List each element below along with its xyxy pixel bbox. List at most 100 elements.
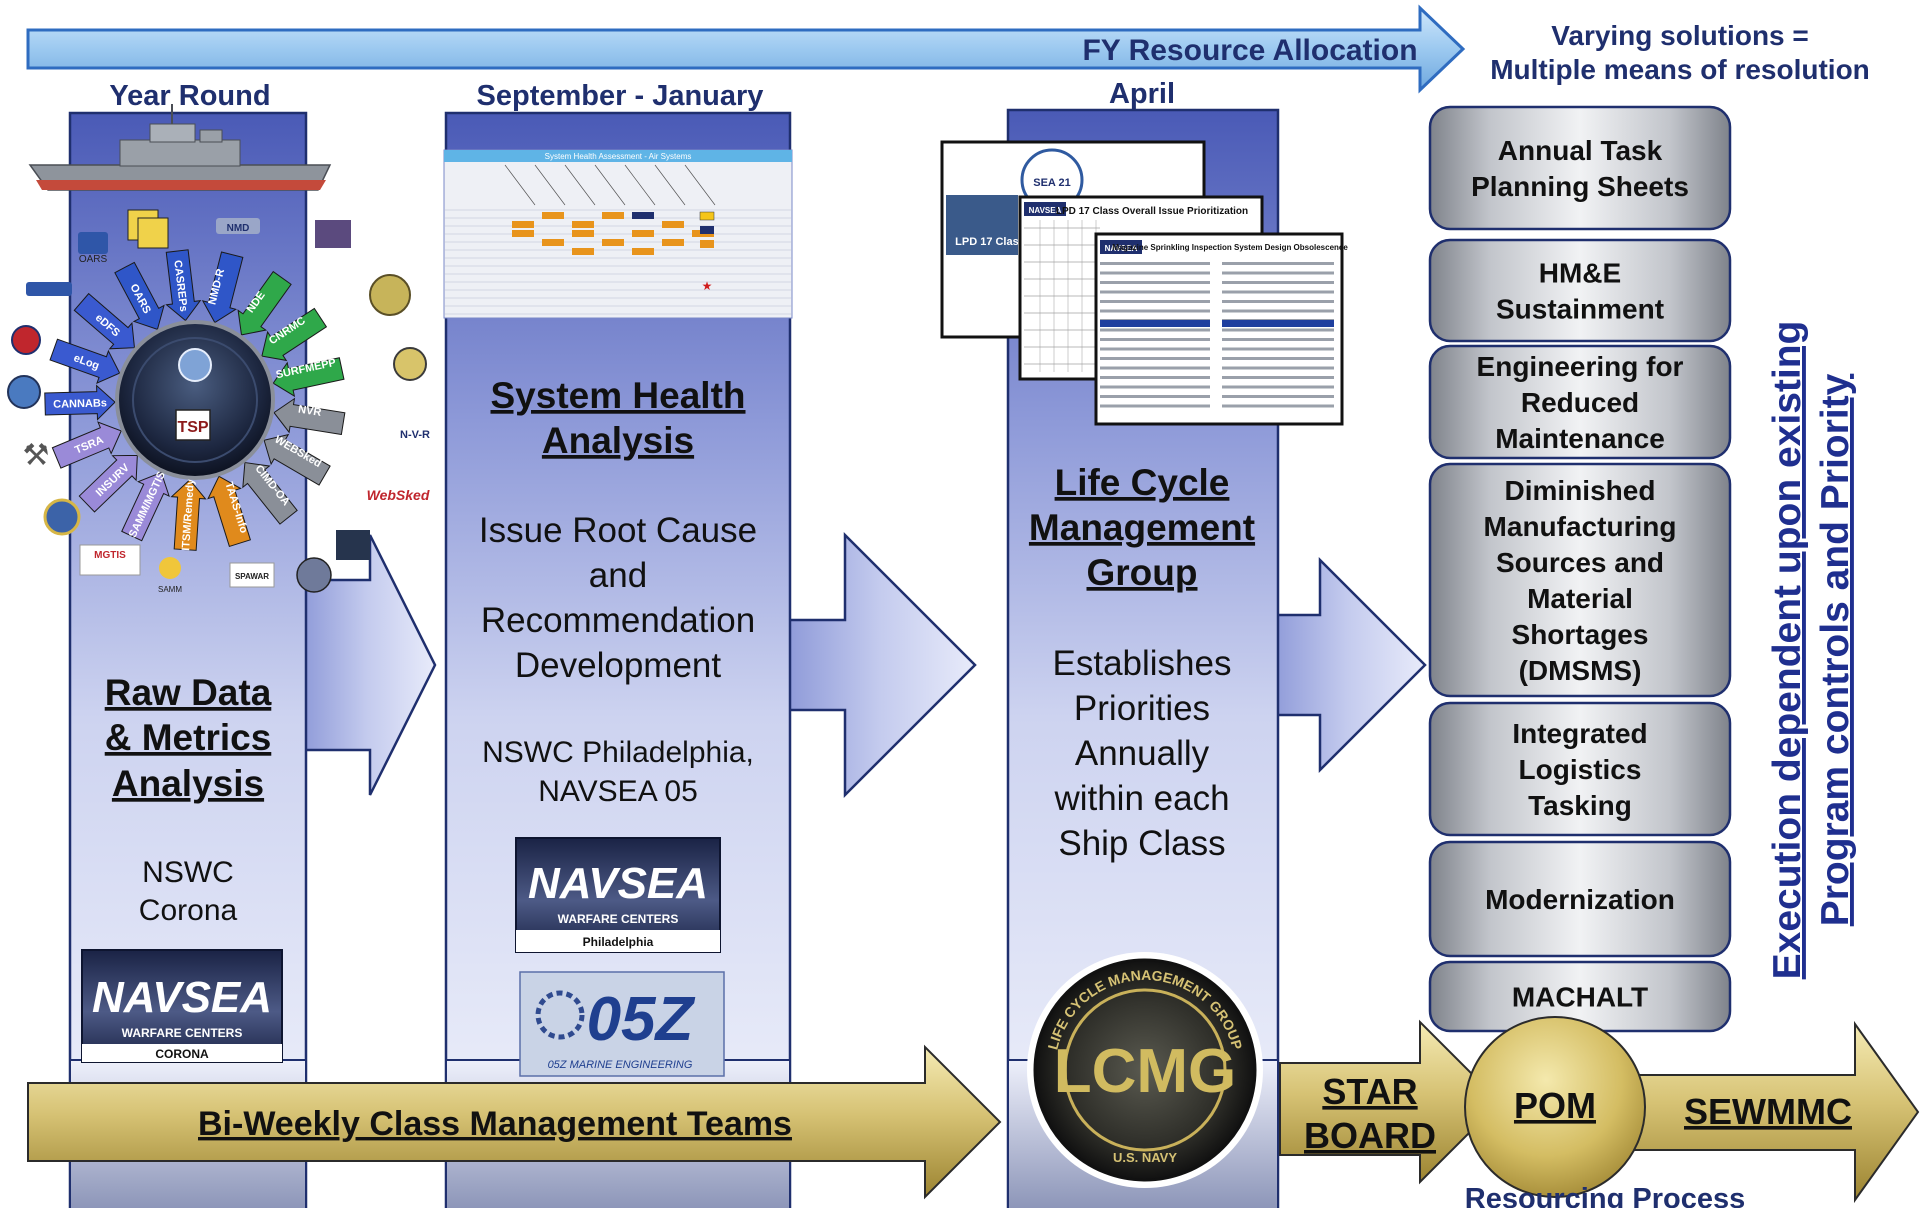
system-health-body-line2: and <box>589 556 647 595</box>
system-health-body-line4: Development <box>515 646 721 685</box>
solution-box-label: Tasking <box>1528 790 1632 821</box>
svg-text:NAVSEA: NAVSEA <box>92 973 272 1022</box>
insurv-seal-icon <box>43 498 81 536</box>
surfmepp-seal-icon <box>393 347 427 381</box>
connector-arrow-1 <box>298 534 437 796</box>
system-health-body-line3: Recommendation <box>481 601 755 640</box>
hub-spoke-arrow: CANNABs <box>44 384 116 421</box>
svg-text:NAVSEA: NAVSEA <box>528 859 708 908</box>
solution-box-label: Planning Sheets <box>1471 171 1689 202</box>
corona-org-line1: NSWC <box>142 856 234 889</box>
hub-spoke-label: CANNABs <box>53 397 107 410</box>
starboard-label-line1: STAR <box>1322 1071 1417 1112</box>
fy-resource-arrow: FY Resource Allocation <box>26 4 1466 94</box>
lcmg-document-thumbs: LPD 17 Class SEA 21 NAVSEA LPD 17 Class … <box>940 140 1348 426</box>
spawar-logo: SPAWAR <box>229 562 275 588</box>
philadelphia-org-line1: NSWC Philadelphia, <box>482 736 754 769</box>
pom-circle: POM <box>1464 1016 1646 1198</box>
svg-text:NAVSEA: NAVSEA <box>1105 244 1138 253</box>
solution-box-label: Sustainment <box>1496 294 1664 325</box>
svg-text:LPD 17 Class: LPD 17 Class <box>955 236 1025 248</box>
execution-dependent-line1: Execution dependent upon existing <box>1766 321 1809 980</box>
hub-spoke-arrow: CASREPs <box>165 249 202 322</box>
tools-icon: ⚒ <box>23 439 50 472</box>
tsp-label: TSP <box>177 419 208 436</box>
fy-resource-label: FY Resource Allocation <box>1082 34 1417 67</box>
osz-marine-engineering-logo: 05Z 05Z MARINE ENGINEERING <box>519 971 725 1077</box>
solution-box-label: Shortages <box>1512 619 1649 650</box>
varying-solutions-line2: Multiple means of resolution <box>1490 54 1870 85</box>
starboard-label-line2: BOARD <box>1304 1115 1436 1156</box>
solution-box: MACHALT <box>1428 960 1732 1033</box>
column-header-year-round: Year Round <box>109 80 270 112</box>
varying-solutions-line1: Varying solutions = <box>1551 20 1809 51</box>
svg-text:NMD: NMD <box>227 223 250 234</box>
philadelphia-org-line2: NAVSEA 05 <box>538 775 698 808</box>
lcmg-title-line2: Management <box>1029 507 1255 548</box>
lcmg-body-line2: Priorities <box>1074 689 1210 728</box>
solution-box-label: Engineering for <box>1477 351 1684 382</box>
solution-box-label: MACHALT <box>1512 982 1648 1013</box>
raw-data-title-line1: Raw Data <box>105 672 272 713</box>
svg-text:SAMM: SAMM <box>158 585 182 594</box>
lcmg-body-line1: Establishes <box>1053 644 1232 683</box>
solution-box-label: Diminished <box>1505 475 1656 506</box>
samm-logo: SAMM <box>158 557 182 594</box>
svg-text:LPD 17 Class Overall Issue Pri: LPD 17 Class Overall Issue Prioritizatio… <box>1056 206 1248 217</box>
sewmmc-label: SEWMMC <box>1684 1091 1852 1132</box>
svg-text:NAVSEA: NAVSEA <box>1029 206 1062 215</box>
svg-text:MGTIS: MGTIS <box>94 550 126 561</box>
class-teams-arrow: Bi-Weekly Class Management Teams <box>27 1044 1002 1200</box>
svg-text:WARFARE CENTERS: WARFARE CENTERS <box>122 1026 243 1040</box>
navsea-philadelphia-logo: NAVSEA WARFARE CENTERS Philadelphia <box>515 837 721 953</box>
raw-data-title-line2: & Metrics <box>105 717 272 758</box>
svg-text:CORONA: CORONA <box>155 1047 209 1061</box>
execution-dependent-line2: Program controls and Priority <box>1814 373 1857 926</box>
mgtis-logo: MGTIS <box>79 544 141 576</box>
lcmg-title-line3: Group <box>1087 552 1198 593</box>
system-health-title-line1: System Health <box>491 375 746 416</box>
pom-label: POM <box>1514 1085 1596 1126</box>
column-header-sept-jan: September - January <box>477 80 764 112</box>
solution-box-label: Sources and <box>1496 547 1664 578</box>
solution-box-label: Reduced <box>1521 387 1639 418</box>
svg-text:★: ★ <box>702 279 713 293</box>
resourcing-process-label: Resourcing Process <box>1465 1183 1745 1208</box>
lcmg-center-text: LCMG <box>1054 1037 1237 1106</box>
hub-spoke-arrow: ITSM/Remedy <box>170 478 207 551</box>
svg-text:OARS: OARS <box>79 254 108 265</box>
solution-box-label: Modernization <box>1485 884 1675 915</box>
solution-box-label: Annual Task <box>1498 135 1663 166</box>
nde-screen-icon <box>315 220 351 248</box>
tsp-logo <box>175 409 211 441</box>
svg-text:System Health Assessment - Air: System Health Assessment - Air Systems <box>545 152 692 161</box>
nmd-icon: NMD <box>216 218 260 234</box>
lcmg-ring-bottom-text: U.S. NAVY <box>1113 1150 1177 1165</box>
websked-logo: WebSked <box>367 487 430 503</box>
taas-seal-icon <box>296 557 332 593</box>
svg-text:Philadelphia: Philadelphia <box>583 935 654 949</box>
solution-box-label: Integrated <box>1512 718 1647 749</box>
corona-org-line2: Corona <box>139 894 238 927</box>
system-health-body-line1: Issue Root Cause <box>479 511 757 550</box>
source-icons: OARS NMD N-V-R WebSked SPAWAR SAMM MGTIS <box>7 209 430 594</box>
hub-spoke-arrow: eLog <box>49 338 121 384</box>
solution-box-label: Manufacturing <box>1484 511 1677 542</box>
lcmg-title-line1: Life Cycle <box>1055 462 1230 503</box>
solution-box-label: Maintenance <box>1495 423 1665 454</box>
coast-guard-seal-icon <box>11 325 41 355</box>
hub-spoke-label: NVR <box>297 403 322 419</box>
casrep-docs-icon <box>127 209 169 249</box>
system-health-spreadsheet-thumb: System Health Assessment - Air Systems ★ <box>443 149 793 319</box>
cimd-screen-icon <box>336 530 370 560</box>
connector-arrow-3 <box>1268 556 1427 774</box>
hub-seal-icon <box>178 348 212 382</box>
rads-logo <box>26 282 72 296</box>
lcmg-body-line4: within each <box>1053 779 1229 818</box>
lcmg-body-line3: Annually <box>1075 734 1210 773</box>
